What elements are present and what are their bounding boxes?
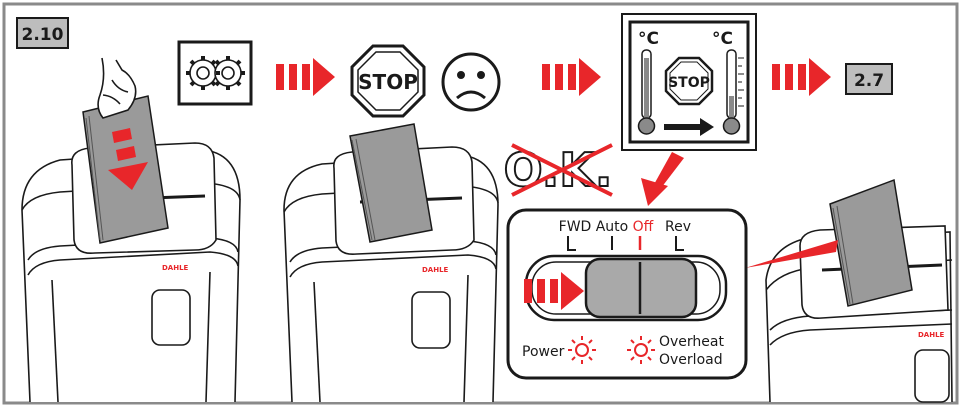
stop-sign-icon: STOP bbox=[664, 56, 714, 106]
gears-icon bbox=[177, 40, 253, 106]
overload-label: Overload bbox=[659, 352, 723, 368]
svg-text:°C: °C bbox=[712, 29, 733, 49]
svg-text:STOP: STOP bbox=[358, 70, 418, 94]
power-label: Power bbox=[522, 344, 565, 360]
pointer-arrowhead bbox=[641, 178, 668, 206]
switch-label-fwd: FWD bbox=[559, 219, 592, 235]
paper-stack-jammed bbox=[349, 123, 433, 243]
switch-label-auto: Auto bbox=[596, 219, 629, 235]
svg-text:DAHLE: DAHLE bbox=[918, 331, 945, 339]
hand-icon bbox=[97, 57, 137, 119]
step-badge: 2.10 bbox=[16, 17, 69, 49]
ok-crossed: O.K. bbox=[503, 142, 614, 198]
svg-text:STOP: STOP bbox=[668, 75, 710, 91]
slide-direction-arrow bbox=[524, 272, 584, 310]
svg-text:°C: °C bbox=[638, 29, 659, 49]
overheat-label: Overheat bbox=[659, 334, 724, 350]
svg-text:2.7: 2.7 bbox=[854, 71, 884, 91]
flow-arrow-3 bbox=[772, 58, 831, 96]
flow-arrow-1 bbox=[276, 58, 335, 96]
switch-label-off: Off bbox=[633, 219, 654, 235]
pointer-beam bbox=[745, 240, 838, 268]
thermometer-icon bbox=[722, 49, 744, 135]
indicator-light-icon bbox=[627, 336, 655, 364]
insert-arrow bbox=[108, 128, 148, 190]
indicator-light-icon bbox=[568, 336, 596, 364]
sad-face-icon bbox=[441, 52, 501, 112]
svg-text:2.10: 2.10 bbox=[22, 25, 64, 45]
paper-stack-retracted bbox=[829, 178, 913, 307]
stop-sign-icon: STOP bbox=[350, 44, 426, 118]
cooling-arrow bbox=[664, 118, 714, 136]
thermometer-icon bbox=[637, 49, 656, 135]
svg-text:DAHLE: DAHLE bbox=[162, 264, 189, 272]
svg-text:DAHLE: DAHLE bbox=[422, 266, 449, 274]
switch-panel: FWD Auto Off Rev Power O bbox=[506, 208, 748, 380]
target-badge: 2.7 bbox=[845, 63, 893, 95]
switch-label-rev: Rev bbox=[665, 219, 691, 235]
flow-arrow-2 bbox=[542, 58, 601, 96]
overheat-box: °C °C STOP bbox=[621, 13, 757, 151]
